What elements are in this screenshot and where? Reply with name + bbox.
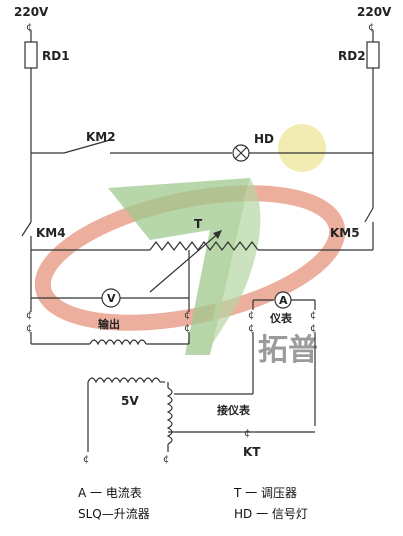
terminal-kt: ¢ [244, 428, 250, 439]
terminal-bottom-right: ¢ [163, 454, 169, 465]
watermark-brand: 拓普 [258, 333, 318, 368]
legend-current-booster: SLQ—升流器 [78, 507, 150, 521]
ammeter-a-label: A [279, 294, 288, 307]
contact-km5-label: KM5 [330, 226, 360, 240]
output-label: 输出 [98, 317, 120, 331]
slq-primary-coil [89, 339, 147, 346]
lamp-hd-cross2 [234, 146, 248, 160]
regulator-arrow [149, 231, 221, 293]
contact-km2-label: KM2 [86, 130, 116, 144]
transformer-5v-secondary [166, 387, 173, 445]
terminal-right-top: ¢ [368, 22, 374, 33]
terminal-out-l2: ¢ [26, 323, 32, 334]
instrument-label: 仪表 [269, 311, 293, 325]
legend-regulator: T 一 调压器 [233, 486, 297, 500]
terminal-out-r2: ¢ [184, 323, 190, 334]
fuse-rd1-label: RD1 [42, 49, 70, 63]
terminal-out-l1: ¢ [26, 310, 32, 321]
fuse-rd2 [366, 41, 380, 69]
terminal-out-r1: ¢ [184, 310, 190, 321]
terminal-inst-r2: ¢ [310, 323, 316, 334]
transformer-5v-primary [87, 377, 161, 384]
fuse-rd2-label: RD2 [338, 49, 366, 63]
terminal-left-top: ¢ [26, 22, 32, 33]
contact-km5 [364, 207, 374, 223]
contact-km4-label: KM4 [36, 226, 66, 240]
terminal-inst-l1: ¢ [248, 310, 254, 321]
contact-kt-label: KT [243, 445, 261, 459]
legend-ammeter: A 一 电流表 [78, 486, 142, 500]
contact-km4 [21, 221, 32, 237]
fuse-rd1 [24, 41, 38, 69]
regulator-arrowhead [213, 230, 222, 239]
watermark-yellow-dot [278, 124, 326, 172]
voltmeter-v-label: V [107, 292, 116, 305]
regulator-t-label: T [194, 217, 203, 231]
terminal-bottom-left: ¢ [83, 454, 89, 465]
connect-instrument-label: 接仪表 [217, 403, 251, 417]
transformer-5v-label: 5V [121, 394, 139, 408]
lamp-hd-label: HD [254, 132, 274, 146]
legend-signal-lamp: HD 一 信号灯 [234, 507, 308, 521]
contact-km2 [63, 139, 111, 154]
supply-left-label: 220V [14, 5, 49, 19]
regulator-t-coil [149, 241, 259, 251]
terminal-inst-l2: ¢ [248, 323, 254, 334]
terminal-inst-r1: ¢ [310, 310, 316, 321]
supply-right-label: 220V [357, 5, 392, 19]
watermark-green-leaf [205, 178, 261, 355]
watermark-green-shape [108, 178, 250, 355]
